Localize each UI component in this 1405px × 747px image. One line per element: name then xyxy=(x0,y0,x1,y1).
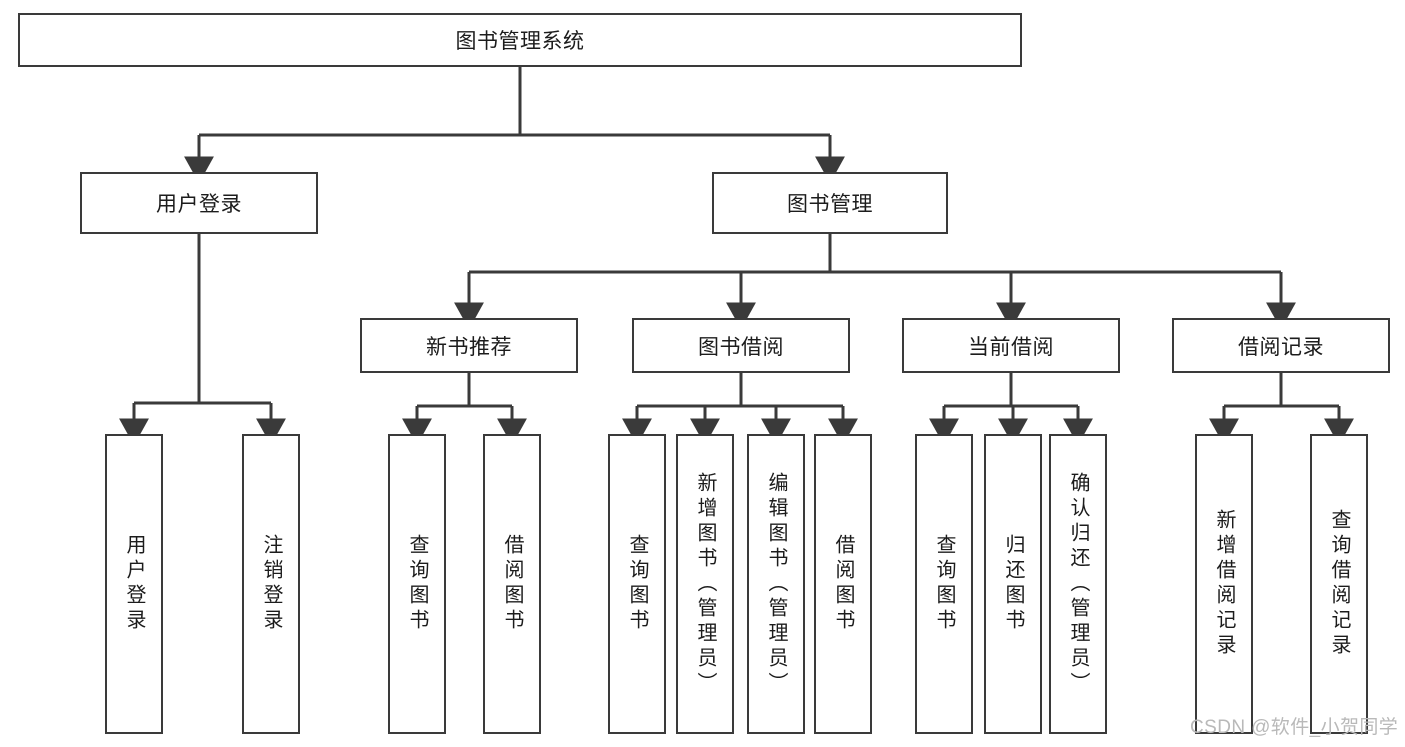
node-leaf-query-book[interactable]: 查询图书 xyxy=(608,434,666,734)
node-leaf-query-book-new[interactable]: 查询图书 xyxy=(388,434,446,734)
node-label: 图书借阅 xyxy=(698,335,784,359)
node-leaf-add-book-admin[interactable]: 新增图书（管理员） xyxy=(676,434,734,734)
node-label: 新书推荐 xyxy=(426,335,512,359)
node-label: 查询图书 xyxy=(933,534,955,634)
node-leaf-query-book-cur[interactable]: 查询图书 xyxy=(915,434,973,734)
node-label: 用户登录 xyxy=(123,534,145,634)
node-label: 当前借阅 xyxy=(968,335,1054,359)
node-label: 图书管理系统 xyxy=(455,30,585,53)
node-label: 新增借阅记录 xyxy=(1213,509,1235,659)
node-label: 借阅图书 xyxy=(832,534,854,634)
node-leaf-add-borrow-record[interactable]: 新增借阅记录 xyxy=(1195,434,1253,734)
node-leaf-user-login[interactable]: 用户登录 xyxy=(105,434,163,734)
node-leaf-borrow-book-new[interactable]: 借阅图书 xyxy=(483,434,541,734)
node-label: 借阅图书 xyxy=(501,534,523,634)
node-leaf-query-borrow-record[interactable]: 查询借阅记录 xyxy=(1310,434,1368,734)
node-book-manage[interactable]: 图书管理 xyxy=(712,172,948,234)
node-user-login[interactable]: 用户登录 xyxy=(80,172,318,234)
node-label: 确认归还（管理员） xyxy=(1067,471,1089,697)
node-label: 用户登录 xyxy=(156,193,242,216)
node-leaf-confirm-return[interactable]: 确认归还（管理员） xyxy=(1049,434,1107,734)
node-new-book-recommend[interactable]: 新书推荐 xyxy=(360,318,578,373)
node-root[interactable]: 图书管理系统 xyxy=(18,13,1022,67)
node-book-borrow[interactable]: 图书借阅 xyxy=(632,318,850,373)
node-label: 图书管理 xyxy=(787,193,873,216)
node-label: 归还图书 xyxy=(1002,534,1024,634)
node-current-borrow[interactable]: 当前借阅 xyxy=(902,318,1120,373)
node-leaf-borrow-book[interactable]: 借阅图书 xyxy=(814,434,872,734)
node-label: 查询图书 xyxy=(406,534,428,634)
node-label: 查询图书 xyxy=(626,534,648,634)
watermark-label: CSDN @软件_小贺同学 xyxy=(1190,717,1399,738)
node-label: 注销登录 xyxy=(260,534,282,634)
node-label: 新增图书（管理员） xyxy=(694,471,716,697)
node-leaf-edit-book-admin[interactable]: 编辑图书（管理员） xyxy=(747,434,805,734)
node-label: 查询借阅记录 xyxy=(1328,509,1350,659)
node-borrow-record[interactable]: 借阅记录 xyxy=(1172,318,1390,373)
node-label: 借阅记录 xyxy=(1238,335,1324,359)
node-leaf-return-book[interactable]: 归还图书 xyxy=(984,434,1042,734)
node-label: 编辑图书（管理员） xyxy=(765,471,787,697)
node-leaf-logout-login[interactable]: 注销登录 xyxy=(242,434,300,734)
